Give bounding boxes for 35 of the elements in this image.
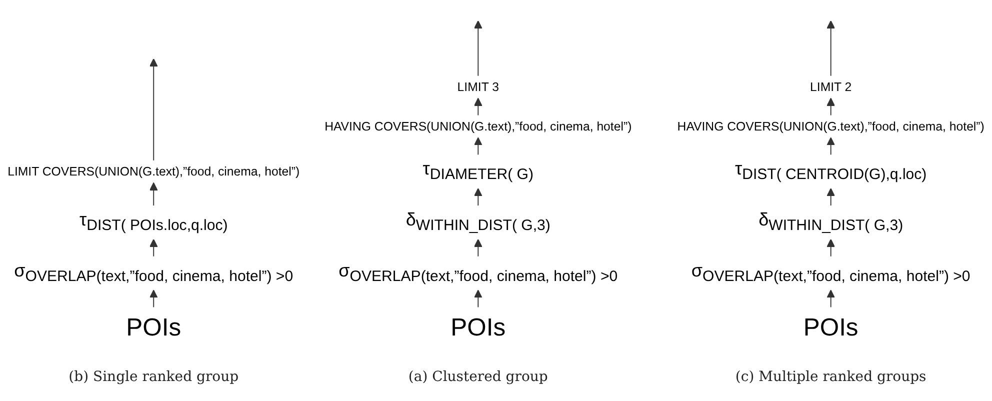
arrow bbox=[826, 137, 836, 156]
node-text: POIs bbox=[126, 312, 182, 342]
node-text: POIs bbox=[803, 312, 858, 342]
node-text: σ$_{OVERLAP(text,”food, cinema, hotel”) >0}$ bbox=[691, 261, 970, 285]
node-text: σ$_{OVERLAP(text,”food, cinema, hotel”) >0}$ bbox=[338, 261, 618, 285]
arrow bbox=[474, 290, 482, 308]
arrow bbox=[149, 238, 158, 257]
arrow bbox=[826, 188, 836, 206]
arrow bbox=[826, 238, 836, 257]
node-text: LIMIT COVERS(UNION(G.text),”food, cinema, hotel”) bbox=[8, 164, 300, 178]
node-text: LIMIT 3 bbox=[457, 80, 499, 94]
node-text: δ$_{WITHIN_DIST( G,3)}$ bbox=[758, 210, 904, 234]
arrow bbox=[826, 98, 836, 116]
caption: (a) Clustered group bbox=[408, 369, 548, 385]
arrow bbox=[149, 182, 158, 206]
arrow bbox=[149, 290, 158, 308]
arrow bbox=[826, 20, 836, 76]
node-text: HAVING COVERS(UNION(G.text),”food, cinema, hotel”) bbox=[677, 119, 984, 134]
node-text: τ$_{DIST( POIs.loc,q.loc)}$ bbox=[79, 210, 228, 234]
arrow bbox=[826, 290, 836, 308]
node-text: σ$_{OVERLAP(text,”food, cinema, hotel”) >0}$ bbox=[14, 261, 294, 285]
arrow bbox=[474, 188, 482, 206]
arrow bbox=[474, 20, 482, 76]
node-text: HAVING COVERS(UNION(G.text),”food, cinema, hotel”) bbox=[324, 119, 632, 134]
caption: (c) Multiple ranked groups bbox=[735, 369, 926, 385]
node-text: δ$_{WITHIN_DIST( G,3)}$ bbox=[406, 210, 550, 234]
caption: (b) Single ranked group bbox=[68, 369, 239, 385]
arrow bbox=[474, 137, 482, 156]
arrow bbox=[149, 58, 158, 161]
node-text: LIMIT 2 bbox=[810, 80, 852, 94]
node-text: POIs bbox=[450, 312, 506, 342]
node-text: τ$_{DIST( CENTROID(G),q.loc)}$ bbox=[734, 159, 927, 183]
node-text: τ$_{DIAMETER( G)}$ bbox=[422, 159, 534, 183]
arrow bbox=[474, 98, 482, 116]
arrow bbox=[474, 238, 482, 257]
